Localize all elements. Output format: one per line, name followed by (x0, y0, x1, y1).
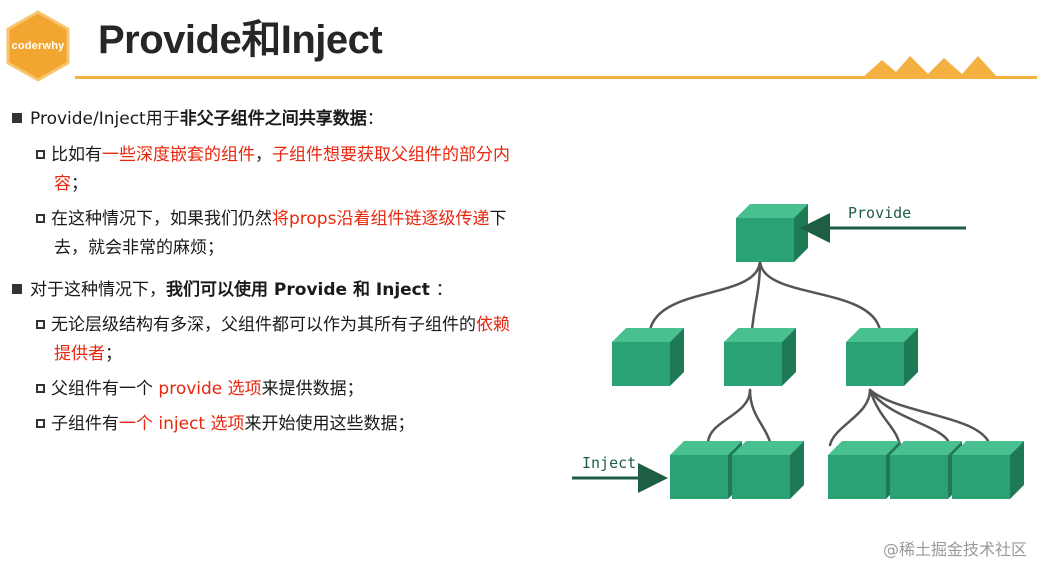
component-cube (952, 441, 1024, 499)
sub-bullet-1-2-line1: 在这种情况下，如果我们仍然将props沿着组件链逐级传递下 (51, 209, 506, 229)
text-run: 来提供数据； (261, 379, 364, 399)
bullet-1: Provide/Inject用于非父子组件之间共享数据： (12, 107, 384, 131)
logo-badge-icon (6, 10, 70, 82)
watermark: @稀土掘金技术社区 (882, 540, 1027, 559)
text-run: 一些深度嵌套的组件 (102, 145, 255, 165)
text-run: 一个 inject 选项 (119, 414, 245, 434)
component-cube (612, 328, 684, 386)
text-run: 去，就会非常的麻烦； (54, 238, 224, 258)
component-cube (724, 328, 796, 386)
text-run: 提供者 (54, 344, 105, 364)
hollow-square-bullet-icon (36, 150, 45, 159)
logo-text: coderwhy (11, 40, 65, 52)
hollow-square-bullet-icon (36, 320, 45, 329)
text-run: 非父子组件之间共享数据 (179, 109, 367, 129)
text-run: 父组件有一个 (51, 379, 159, 399)
text-run: 容 (54, 174, 71, 194)
component-cube (732, 441, 804, 499)
sub-bullet-2-2: 父组件有一个 provide 选项来提供数据； (36, 375, 536, 404)
text-run: 依赖 (476, 315, 510, 335)
component-cube (828, 441, 900, 499)
hollow-square-bullet-icon (36, 384, 45, 393)
text-run: ； (105, 344, 122, 364)
text-run: 子组件有 (51, 414, 119, 434)
sub-bullet-2-1-line1: 无论层级结构有多深，父组件都可以作为其所有子组件的依赖 (51, 315, 510, 335)
square-bullet-icon (12, 113, 22, 123)
text-run: provide 选项 (158, 379, 262, 399)
root-component-cube (736, 204, 808, 262)
coderwhy-logo: coderwhy (2, 10, 74, 82)
sub-bullet-2-2-line1: 父组件有一个 provide 选项来提供数据； (51, 379, 364, 399)
text-run: ： (435, 280, 453, 300)
text-run: 将props沿着组件链逐级传递 (272, 209, 490, 229)
text-run: 在这种情况下，如果我们仍然 (51, 209, 272, 229)
text-run: 来开始使用这些数据； (244, 414, 415, 434)
text-run: ： (366, 109, 384, 129)
mountains-decoration-icon (862, 56, 998, 78)
sub-bullet-1-2: 在这种情况下，如果我们仍然将props沿着组件链逐级传递下 去，就会非常的麻烦； (36, 205, 536, 263)
sub-bullet-2-3: 子组件有一个 inject 选项来开始使用这些数据； (36, 410, 536, 439)
text-run: 无论层级结构有多深，父组件都可以作为其所有子组件的 (51, 315, 476, 335)
hollow-square-bullet-icon (36, 419, 45, 428)
text-run: ； (71, 174, 88, 194)
hollow-square-bullet-icon (36, 214, 45, 223)
provide-label: Provide (848, 204, 911, 222)
sub-bullet-1-2-line2: 去，就会非常的麻烦； (36, 234, 536, 263)
sub-bullet-2-3-line1: 子组件有一个 inject 选项来开始使用这些数据； (51, 414, 415, 434)
text-run: 下 (489, 209, 507, 229)
bullet-1-text: Provide/Inject用于非父子组件之间共享数据： (30, 109, 384, 129)
component-cube (890, 441, 962, 499)
header-divider (75, 76, 1037, 79)
sub-bullet-1-1-line1: 比如有一些深度嵌套的组件，子组件想要获取父组件的部分内 (51, 145, 510, 165)
tree-connectors (648, 258, 992, 447)
text-run: ， (255, 145, 272, 165)
text-run: 子组件想要获取父组件的部分内 (272, 145, 510, 165)
square-bullet-icon (12, 284, 22, 294)
sub-bullet-1-1-line2: 容； (36, 170, 536, 199)
page-title: Provide和Inject (98, 18, 383, 62)
sub-bullet-1-1: 比如有一些深度嵌套的组件，子组件想要获取父组件的部分内 容； (36, 141, 536, 199)
text-run: 我们可以使用 Provide 和 Inject (166, 280, 436, 300)
cube-group (612, 204, 1024, 499)
bullet-2-text: 对于这种情况下，我们可以使用 Provide 和 Inject ： (30, 280, 453, 300)
text-run: Provide/Inject用于 (30, 109, 180, 129)
sub-bullet-2-1: 无论层级结构有多深，父组件都可以作为其所有子组件的依赖 提供者； (36, 311, 536, 369)
sub-bullet-2-1-line2: 提供者； (36, 340, 536, 369)
component-tree-diagram: Provide Inject (572, 204, 1024, 499)
inject-label: Inject (582, 454, 636, 472)
text-run: 对于这种情况下， (30, 280, 166, 300)
text-run: 比如有 (51, 145, 102, 165)
component-cube (846, 328, 918, 386)
bullet-2: 对于这种情况下，我们可以使用 Provide 和 Inject ： (12, 278, 453, 302)
component-cube (670, 441, 742, 499)
